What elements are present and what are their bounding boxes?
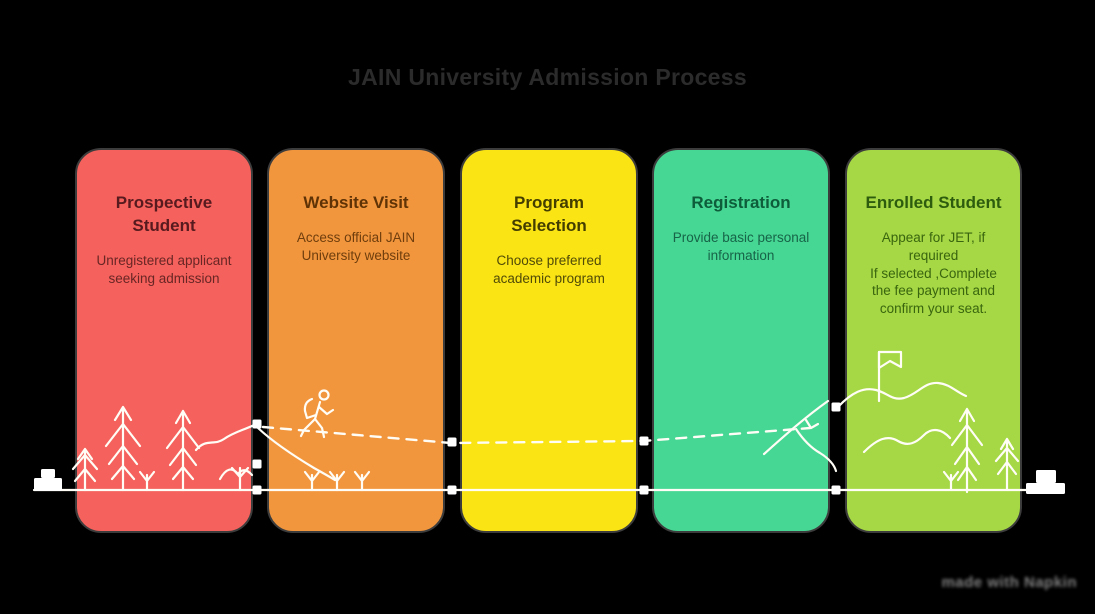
card-prospective-student: Prospective Student Unregistered applica… xyxy=(75,148,253,533)
card-title: Website Visit xyxy=(303,193,409,212)
card-title: Enrolled Student xyxy=(865,193,1002,212)
card-description: Choose preferred academic program xyxy=(493,252,605,286)
card-description: Provide basic personal information xyxy=(672,229,810,263)
card-enrolled-student: Enrolled Student Appear for JET, if requ… xyxy=(845,148,1022,533)
card-title: Program Selection xyxy=(511,193,587,235)
card-description: Access official JAIN University website xyxy=(296,229,416,263)
finish-podium-icon xyxy=(1026,470,1065,494)
start-podium-icon xyxy=(34,469,62,491)
card-website-visit: Website Visit Access official JAIN Unive… xyxy=(267,148,445,533)
card-description: Unregistered applicant seeking admission xyxy=(96,252,232,286)
card-description: Appear for JET, if required If selected … xyxy=(870,229,997,317)
card-title: Prospective Student xyxy=(115,193,213,235)
card-program-selection: Program Selection Choose preferred acade… xyxy=(460,148,638,533)
card-title: Registration xyxy=(691,193,791,212)
page-title: JAIN University Admission Process xyxy=(348,64,747,90)
card-registration: Registration Provide basic personal info… xyxy=(652,148,830,533)
watermark: made with Napkin xyxy=(941,574,1077,591)
